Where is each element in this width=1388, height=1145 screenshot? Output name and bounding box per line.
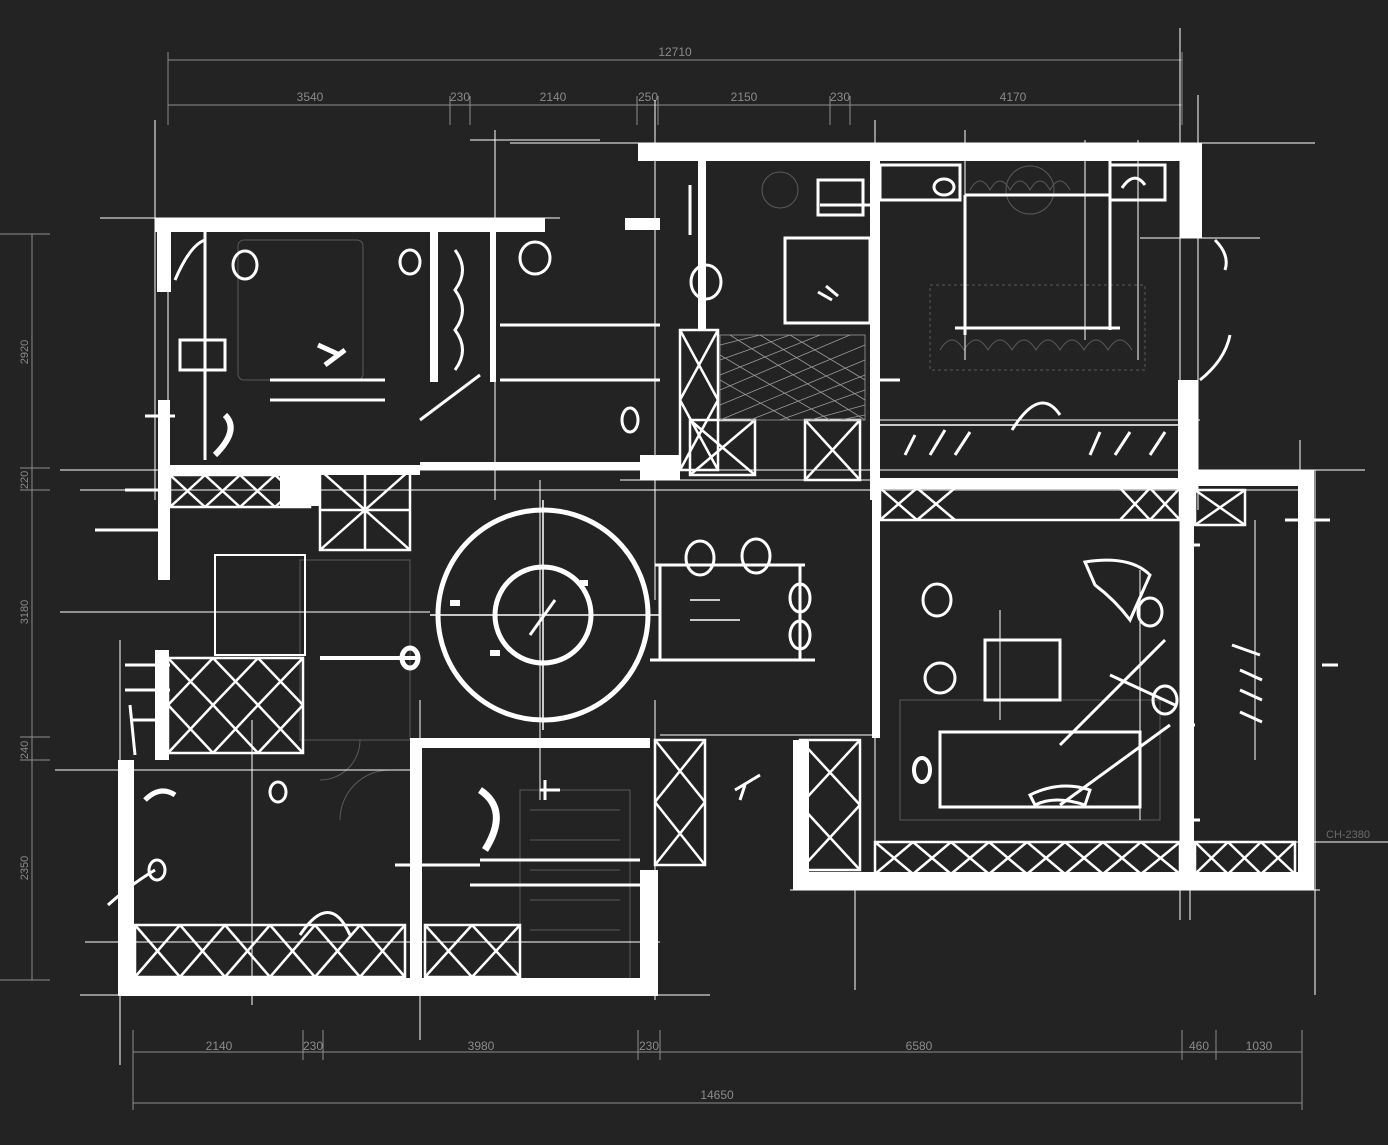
master-bedroom-furniture	[878, 150, 1232, 456]
wall-bottom-step	[640, 870, 658, 996]
right-edge-label: CH-2380	[1326, 829, 1370, 841]
bottom-dimension-4: 230	[639, 1039, 659, 1053]
kitchen-entry-fixtures	[106, 554, 761, 936]
bottom-dimension-7: 1030	[1246, 1039, 1273, 1053]
wall-left-low	[155, 650, 169, 760]
bedroom-two-furniture	[173, 232, 660, 460]
top-dimension-7: 4170	[1000, 90, 1027, 104]
wall-dining-right	[872, 488, 880, 738]
hatched-cabinetry	[133, 328, 1297, 979]
left-dimension-4: 240	[19, 741, 31, 759]
top-dimension-5: 2150	[731, 90, 758, 104]
corridor-floor-pattern	[719, 334, 866, 421]
wall-top-right	[638, 143, 1200, 161]
top-dimension-3: 2140	[540, 90, 567, 104]
bottom-dimension-5: 6580	[906, 1039, 933, 1053]
wall-right-upper	[1178, 380, 1198, 490]
wall-right-balcony-top	[1195, 470, 1313, 486]
left-dimension-1: 2920	[19, 340, 31, 364]
wall-top-left-b	[625, 218, 660, 230]
top-dimension-4: 250	[638, 90, 658, 104]
wall-hall-divider-2	[490, 232, 496, 382]
bottom-dimension-2: 230	[303, 1039, 323, 1053]
wall-top-right-corner	[1180, 143, 1202, 238]
wall-kitchen-top	[410, 738, 650, 748]
top-dimension-lines: 12710 3540 230 2140 250 2150 230 4170	[167, 45, 1183, 125]
round-dining-fixture	[430, 500, 660, 730]
top-overall-dimension: 12710	[658, 45, 692, 59]
wall-left-upper	[157, 232, 171, 292]
top-dimension-2: 230	[450, 90, 470, 104]
wall-right-balcony-side	[1298, 470, 1314, 890]
wall-bath-divider	[698, 160, 706, 330]
wall-hall-divider	[430, 232, 438, 382]
wall-bottom-left	[120, 978, 655, 996]
bathroom-fixtures	[688, 178, 872, 325]
left-dimension-2: 220	[19, 471, 31, 489]
bottom-dimension-lines: 2140 230 3980 230 6580 460 1030 14650	[132, 1030, 1303, 1110]
wall-bottom-left-side	[118, 760, 134, 996]
left-dimension-3: 3180	[19, 600, 31, 624]
left-dimension-5: 2350	[19, 856, 31, 880]
dining-table	[650, 537, 815, 662]
bottom-overall-dimension: 14650	[700, 1088, 734, 1102]
wall-stub-2	[640, 455, 680, 480]
bottom-dimension-1: 2140	[206, 1039, 233, 1053]
wall-master-bottom	[880, 478, 1180, 488]
living-room-furniture	[912, 558, 1179, 809]
top-dimension-6: 230	[830, 90, 850, 104]
bottom-dimension-3: 3980	[468, 1039, 495, 1053]
wall-kitchen-left	[410, 740, 422, 985]
bottom-dimension-6: 460	[1189, 1039, 1209, 1053]
sketch-guide-lines	[55, 28, 1388, 1065]
wall-corridor-top	[420, 462, 680, 470]
sketch-ticks	[95, 378, 1338, 822]
top-dimension-1: 3540	[297, 90, 324, 104]
wall-top-left	[155, 218, 545, 232]
wall-bottom-right	[793, 872, 1313, 890]
left-dimension-lines: 2920 220 3180 240 2350	[0, 233, 50, 981]
